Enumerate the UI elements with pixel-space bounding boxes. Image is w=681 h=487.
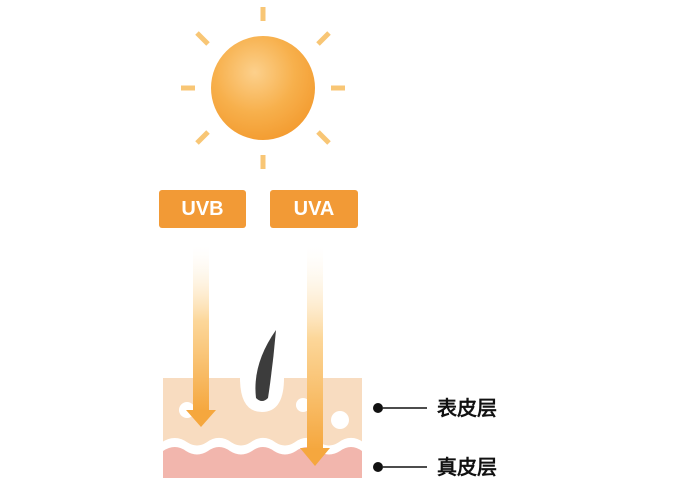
dermis-pointer — [373, 462, 427, 472]
pore — [331, 411, 349, 429]
epidermis-pointer — [373, 403, 427, 413]
uvb-badge: UVB — [159, 190, 246, 228]
epidermis-label: 表皮层 — [437, 396, 497, 420]
hair-icon — [255, 330, 276, 401]
pore — [296, 398, 310, 412]
uva-badge: UVA — [270, 190, 358, 228]
sun-icon — [181, 7, 345, 169]
uva-arrow — [300, 246, 330, 466]
dermis-layer — [163, 447, 362, 478]
dermis-label: 真皮层 — [437, 455, 497, 479]
uvb-arrow — [186, 246, 216, 427]
